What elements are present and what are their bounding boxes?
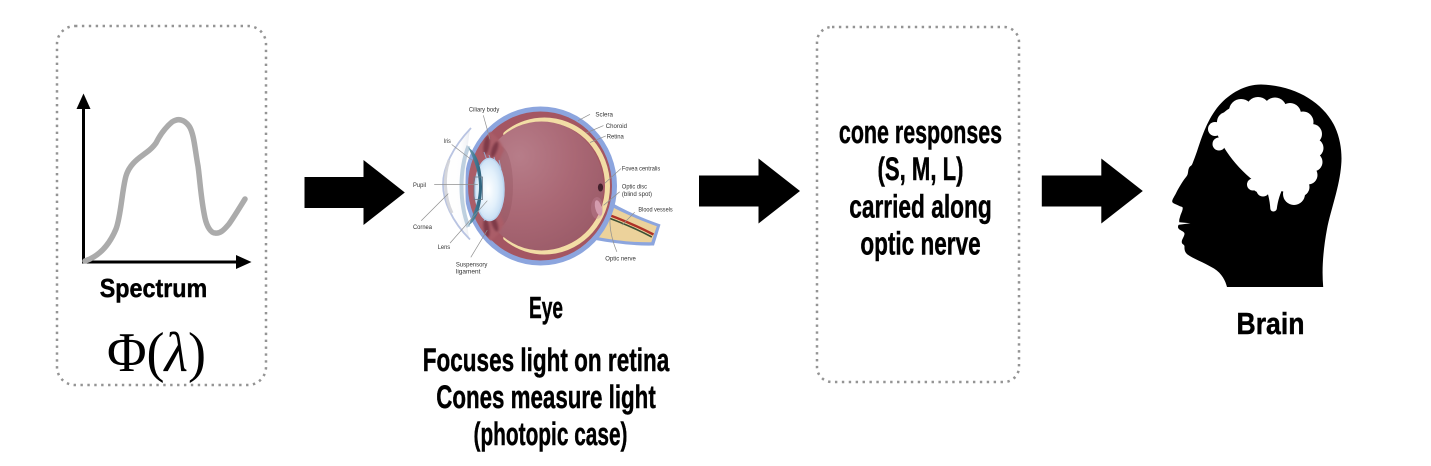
svg-text:Retina: Retina (607, 134, 624, 141)
svg-text:Iris: Iris (444, 138, 452, 145)
svg-text:carried along: carried along (849, 188, 992, 224)
svg-text:Suspensory: Suspensory (456, 262, 488, 269)
svg-text:Pupil: Pupil (413, 182, 426, 189)
svg-text:ligament: ligament (456, 269, 481, 276)
svg-text:Choroid: Choroid (606, 123, 628, 130)
svg-text:Eye: Eye (529, 290, 563, 325)
svg-text:Spectrum: Spectrum (100, 273, 208, 303)
svg-text:(photopic case): (photopic case) (474, 416, 628, 452)
svg-text:Cornea: Cornea (413, 224, 432, 231)
svg-text:Optic disc: Optic disc (622, 184, 648, 191)
svg-text:Φ(λ): Φ(λ) (107, 322, 206, 384)
svg-text:Sclera: Sclera (595, 112, 613, 119)
svg-text:Ciliary body: Ciliary body (469, 107, 500, 114)
svg-text:Fovea centralis: Fovea centralis (622, 166, 661, 173)
svg-text:(blind spot): (blind spot) (622, 191, 652, 198)
svg-text:Cones measure light: Cones measure light (436, 379, 656, 415)
svg-text:Optic nerve: Optic nerve (605, 256, 636, 263)
svg-text:cone responses: cone responses (839, 114, 1002, 150)
svg-text:Focuses light on retina: Focuses light on retina (423, 342, 670, 378)
svg-text:Lens: Lens (438, 244, 451, 251)
svg-text:Brain: Brain (1237, 306, 1305, 341)
svg-text:(S, M, L): (S, M, L) (878, 151, 964, 187)
svg-text:optic nerve: optic nerve (860, 226, 980, 262)
svg-text:Blood vessels: Blood vessels (638, 207, 673, 214)
